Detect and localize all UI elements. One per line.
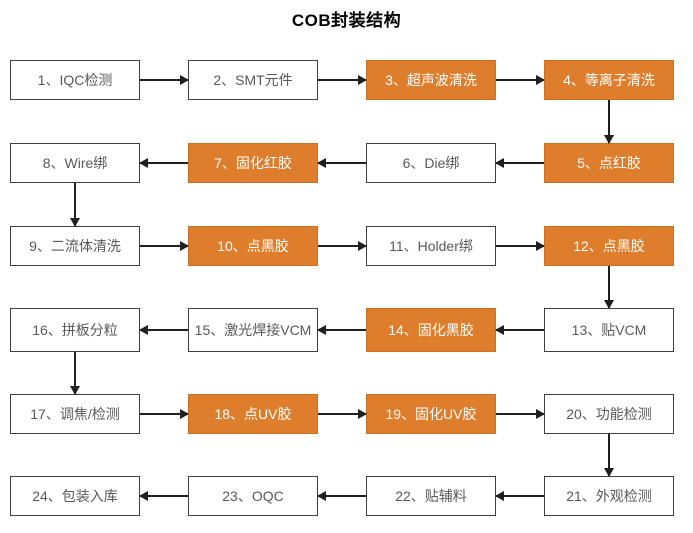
arrow-left-icon bbox=[495, 491, 544, 501]
arrow-down-icon bbox=[604, 100, 614, 144]
arrow-left-icon bbox=[495, 325, 544, 335]
arrow-down-icon bbox=[604, 434, 614, 477]
flow-node-5-red-glue: 5、点红胶 bbox=[544, 143, 674, 183]
flow-node-3-ultrasonic-clean: 3、超声波清洗 bbox=[366, 60, 496, 100]
flow-node-20-function-test: 20、功能检测 bbox=[544, 394, 674, 434]
flow-node-23-oqc: 23、OQC bbox=[188, 476, 318, 516]
flow-node-14-cure-black-glue: 14、固化黑胶 bbox=[366, 308, 496, 352]
flow-node-15-laser-weld-vcm: 15、激光焊接VCM bbox=[188, 308, 318, 352]
arrow-left-icon bbox=[317, 491, 366, 501]
arrow-left-icon bbox=[139, 325, 188, 335]
arrow-down-icon bbox=[70, 352, 80, 395]
arrow-right-icon bbox=[318, 409, 367, 419]
flow-node-17-focus-test: 17、调焦/检测 bbox=[10, 394, 140, 434]
flow-node-21-visual-inspect: 21、外观检测 bbox=[544, 476, 674, 516]
arrow-down-icon bbox=[70, 183, 80, 227]
flow-node-2-smt: 2、SMT元件 bbox=[188, 60, 318, 100]
flow-node-13-attach-vcm: 13、贴VCM bbox=[544, 308, 674, 352]
arrow-left-icon bbox=[495, 158, 544, 168]
flow-node-18-uv-glue: 18、点UV胶 bbox=[188, 394, 318, 434]
flow-node-10-black-glue: 10、点黑胶 bbox=[188, 226, 318, 266]
arrow-right-icon bbox=[318, 75, 367, 85]
arrow-right-icon bbox=[140, 409, 189, 419]
flow-node-4-plasma-clean: 4、等离子清洗 bbox=[544, 60, 674, 100]
flow-node-6-die-bond: 6、Die绑 bbox=[366, 143, 496, 183]
flow-node-1-iqc: 1、IQC检测 bbox=[10, 60, 140, 100]
arrow-left-icon bbox=[139, 158, 188, 168]
page-title: COB封装结构 bbox=[291, 11, 402, 30]
arrow-right-icon bbox=[140, 241, 189, 251]
arrow-left-icon bbox=[139, 491, 188, 501]
arrow-right-icon bbox=[496, 241, 545, 251]
flow-node-9-two-fluid-clean: 9、二流体清洗 bbox=[10, 226, 140, 266]
arrow-right-icon bbox=[496, 409, 545, 419]
arrow-right-icon bbox=[318, 241, 367, 251]
arrow-right-icon bbox=[140, 75, 189, 85]
arrow-down-icon bbox=[604, 266, 614, 309]
arrow-left-icon bbox=[317, 158, 366, 168]
flow-node-12-black-glue: 12、点黑胶 bbox=[544, 226, 674, 266]
flow-node-19-cure-uv-glue: 19、固化UV胶 bbox=[366, 394, 496, 434]
flow-node-11-holder-bond: 11、Holder绑 bbox=[366, 226, 496, 266]
flow-node-24-packing: 24、包装入库 bbox=[10, 476, 140, 516]
flow-node-22-attach-auxiliary: 22、贴辅料 bbox=[366, 476, 496, 516]
flow-node-16-panel-singulation: 16、拼板分粒 bbox=[10, 308, 140, 352]
flow-node-8-wire-bond: 8、Wire绑 bbox=[10, 143, 140, 183]
flow-node-7-cure-red-glue: 7、固化红胶 bbox=[188, 143, 318, 183]
arrow-left-icon bbox=[317, 325, 366, 335]
arrow-right-icon bbox=[496, 75, 545, 85]
